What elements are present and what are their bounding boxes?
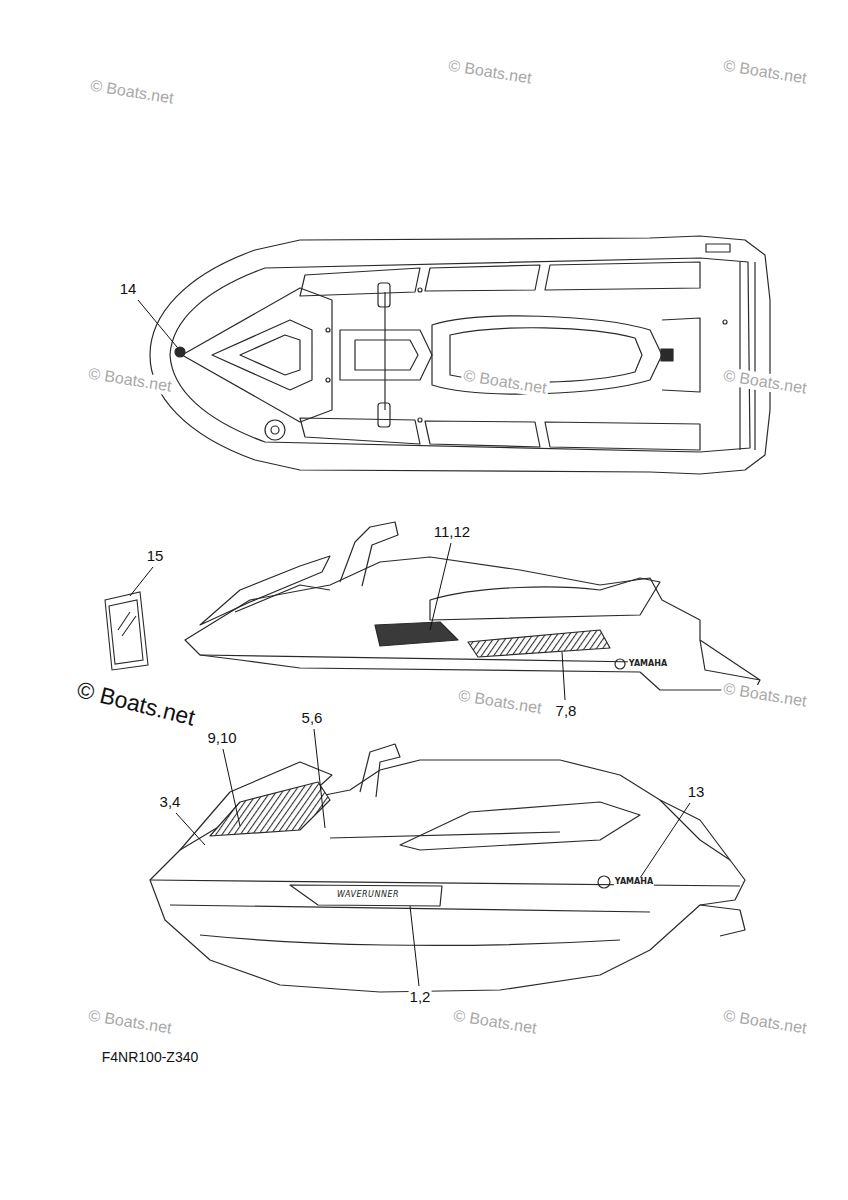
top-view-part: [326, 328, 330, 332]
callout-number: 13: [687, 784, 706, 801]
side-view-lower-part: [290, 885, 442, 906]
top-view-part: [545, 262, 700, 290]
top-view-part: [545, 422, 700, 450]
side-view-lower-part: [200, 935, 620, 945]
leader-lines-part: [138, 300, 177, 347]
side-view-lower-part: [700, 905, 745, 936]
top-view-part: [175, 347, 185, 357]
leader-lines-part: [223, 749, 240, 826]
top-view-part: [300, 268, 420, 296]
top-view-part: [418, 288, 422, 292]
side-view-lower-part: [180, 762, 332, 850]
top-view-part: [754, 262, 755, 450]
watermark: © Boats.net: [445, 56, 535, 87]
logo-text: YAMAHA: [628, 660, 668, 669]
top-view-part: [418, 418, 422, 422]
top-view-part: [212, 320, 312, 390]
watermark: © Boats.net: [73, 677, 200, 732]
callout-number: 9,10: [206, 730, 237, 747]
logo-text: WAVERUNNER: [336, 891, 400, 900]
side-view-upper: [185, 522, 760, 690]
top-view-part: [326, 378, 330, 382]
top-view-part: [723, 320, 727, 324]
parts-bag: [105, 592, 148, 670]
side-view-lower-part: [360, 744, 400, 797]
parts-bag-part: [118, 612, 136, 636]
top-view-part: [378, 283, 390, 307]
side-view-upper-part: [200, 556, 330, 625]
side-view-upper-part: [430, 578, 660, 620]
side-view-lower-part: [598, 876, 610, 888]
top-view-part: [182, 288, 332, 422]
top-view-part: [662, 318, 700, 392]
leader-lines-part: [430, 543, 451, 630]
watermark: © Boats.net: [450, 1006, 540, 1037]
side-view-lower: [150, 744, 745, 992]
side-view-lower-part: [150, 760, 745, 992]
top-view-part: [340, 330, 432, 380]
callout-number: 3,4: [159, 794, 182, 811]
watermark: © Boats.net: [720, 679, 810, 710]
top-view-part: [265, 420, 285, 440]
top-view-part: [425, 421, 540, 447]
leader-lines: [130, 300, 690, 986]
side-view-lower-part: [330, 832, 560, 838]
top-view-part: [425, 265, 540, 291]
watermark: © Boats.net: [455, 686, 545, 717]
top-view: [150, 236, 770, 474]
watermark: © Boats.net: [87, 76, 177, 107]
top-view-part: [271, 426, 279, 434]
leader-lines-part: [562, 652, 565, 700]
callout-number: 7,8: [555, 703, 578, 720]
leader-lines-part: [176, 813, 205, 845]
top-view-part: [739, 262, 740, 450]
top-view-part: [170, 258, 750, 452]
top-view-part: [706, 244, 730, 252]
callout-number: 1,2: [409, 989, 432, 1006]
leader-lines-part: [314, 729, 325, 828]
side-view-upper-part: [615, 659, 625, 669]
side-view-upper-part: [235, 585, 330, 612]
side-view-lower-part: [660, 800, 730, 860]
callout-number: 11,12: [433, 524, 471, 541]
top-view-part: [378, 403, 390, 427]
callout-number: 5,6: [301, 710, 324, 727]
top-view-part: [240, 335, 300, 375]
watermark: © Boats.net: [85, 364, 175, 395]
side-view-upper-part: [468, 630, 610, 657]
leader-lines-part: [410, 906, 419, 986]
watermark: © Boats.net: [85, 1006, 175, 1037]
side-view-lower-part: [210, 782, 330, 836]
watermark: © Boats.net: [720, 366, 810, 397]
logo-text: YAMAHA: [614, 878, 654, 887]
parts-bag-part: [109, 600, 143, 664]
watermark: © Boats.net: [720, 56, 810, 87]
top-view-part: [300, 418, 420, 444]
side-view-upper-part: [340, 522, 398, 586]
side-view-upper-part: [375, 622, 458, 646]
side-view-upper-part: [200, 655, 640, 662]
leader-lines-part: [640, 803, 690, 878]
callout-number: 14: [119, 281, 138, 298]
side-view-upper-part: [700, 640, 760, 680]
top-view-part: [150, 236, 770, 474]
side-view-upper-part: [185, 557, 760, 690]
watermark: © Boats.net: [460, 366, 550, 397]
top-view-part: [661, 349, 673, 361]
watermark: © Boats.net: [720, 1006, 810, 1037]
parts-bag-part: [105, 592, 148, 670]
top-view-part: [384, 292, 385, 410]
top-view-part: [355, 340, 418, 370]
leader-lines-part: [130, 567, 153, 596]
side-view-lower-part: [400, 802, 640, 850]
callout-number: 15: [146, 548, 165, 565]
figure-code: F4NR100-Z340: [102, 1050, 199, 1065]
